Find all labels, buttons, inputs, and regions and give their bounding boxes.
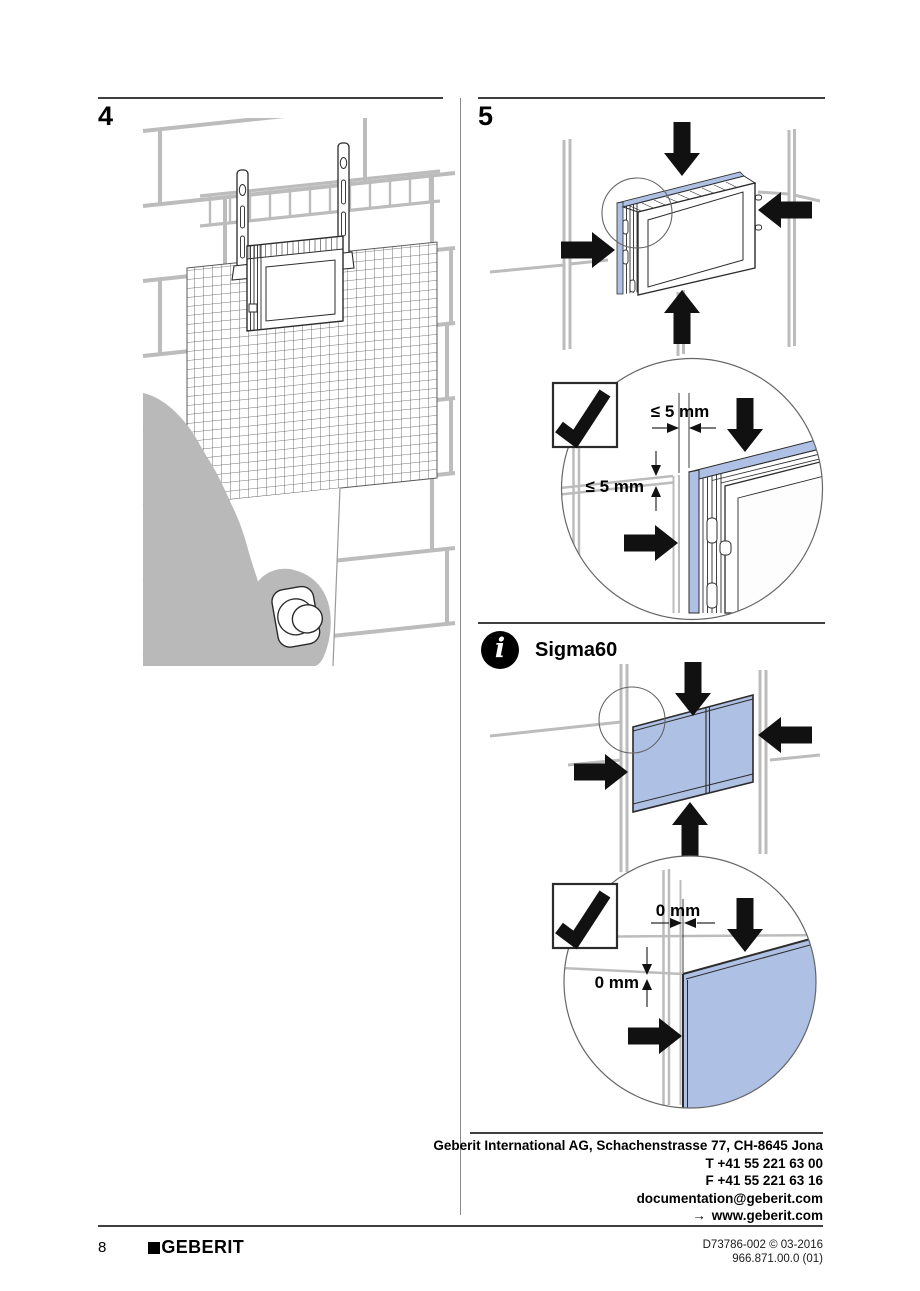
contact-phone: T +41 55 221 63 00: [705, 1155, 823, 1171]
step-5-number: 5: [478, 101, 494, 131]
step4-rule: [98, 97, 443, 99]
dimension-left: [651, 451, 661, 511]
dimension-top: [652, 393, 716, 473]
detail-circle: [560, 357, 824, 621]
info-label: Sigma60: [535, 638, 618, 661]
info-row: i Sigma60: [481, 631, 617, 669]
frame-corner: [687, 436, 823, 614]
ok-checkbox: [551, 882, 619, 950]
sigma60-detail-0mm: 0 mm 0 mm: [551, 855, 817, 1109]
sigma60-plate-illustration: [490, 662, 820, 872]
contact-block: Geberit International AG, Schachenstrass…: [433, 1137, 823, 1225]
dimension-top: [651, 899, 715, 973]
contact-email-link[interactable]: documentation@geberit.com: [636, 1190, 823, 1206]
frame-body: [616, 171, 762, 296]
protection-box: [246, 235, 344, 332]
arrow-right-icon: →: [692, 1208, 706, 1224]
contact-rule: [470, 1132, 823, 1134]
detail-circle-marker: [598, 686, 666, 754]
geberit-logo-square-icon: [148, 1241, 161, 1254]
footer-left: 8 GEBERIT: [98, 1237, 244, 1258]
protective-film-left: [616, 201, 624, 295]
step5-detail-5mm: ≤ 5 mm ≤ 5 mm: [551, 357, 824, 621]
info-icon: i: [481, 631, 519, 669]
page-number: 8: [98, 1239, 107, 1256]
press-arrow-bottom: [672, 802, 708, 856]
contact-fax: F +41 55 221 63 16: [705, 1173, 823, 1189]
plaster-blob: [143, 393, 283, 666]
doc-id: D73786-002 © 03-2016: [702, 1239, 823, 1251]
press-arrow-bottom: [664, 290, 700, 344]
protective-film-left: [688, 469, 700, 614]
dim-label-0mm-top: 0 mm: [656, 901, 700, 920]
step5-rule: [478, 97, 825, 99]
sigma60-plate: [632, 693, 754, 814]
step5-frame-illustration: [490, 122, 820, 356]
contact-address: Geberit International AG, Schachenstrass…: [433, 1138, 823, 1153]
step-4-number: 4: [98, 101, 114, 131]
ok-checkbox: [551, 381, 619, 449]
document-ids: D73786-002 © 03-2016 966.871.00.0 (01): [703, 1239, 823, 1266]
geberit-logo-text: GEBERIT: [161, 1237, 245, 1257]
contact-website-row: → www.geberit.com: [433, 1207, 823, 1225]
dim-label-5mm-top: ≤ 5 mm: [651, 402, 709, 421]
detail-circle: [563, 855, 817, 1109]
column-divider: [460, 98, 461, 1215]
dim-label-0mm-side: 0 mm: [595, 973, 639, 992]
geberit-logo: GEBERIT: [148, 1237, 244, 1258]
step4-illustration-wall-plastering: [142, 118, 456, 667]
water-connection-stub: [271, 585, 324, 648]
dimension-left: [642, 947, 652, 1007]
contact-website-link[interactable]: www.geberit.com: [711, 1208, 823, 1224]
press-arrow-top: [664, 122, 700, 176]
footer-rule: [98, 1225, 823, 1227]
doc-version: 966.871.00.0 (01): [732, 1252, 823, 1265]
detail-circle-marker: [601, 177, 673, 249]
info-separator: [478, 622, 825, 624]
dim-label-5mm-side: ≤ 5 mm: [586, 477, 644, 496]
